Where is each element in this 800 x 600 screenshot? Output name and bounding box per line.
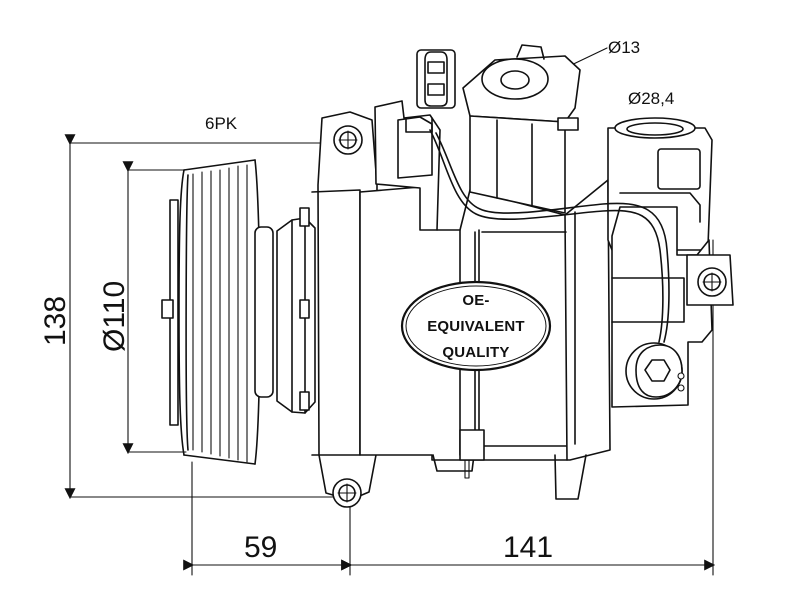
body-inner-frame	[481, 231, 567, 447]
pulley-front-inner-edge	[185, 174, 189, 451]
pulley-grooves	[192, 164, 248, 463]
upper-mount-crosshair	[338, 130, 358, 150]
body-right-ribs	[564, 211, 576, 461]
control-valve-pin-1	[677, 372, 685, 380]
wire-path	[429, 129, 664, 343]
bottom-left-foot	[432, 454, 475, 472]
drive-pulley	[161, 159, 274, 465]
dimension-labels: 6PK Ø13 Ø28,4 138 Ø110 59 141	[39, 38, 674, 564]
port-cap	[516, 44, 545, 60]
manifold-block	[469, 115, 566, 214]
small-port-opening	[500, 70, 530, 90]
large-port-opening	[626, 122, 684, 136]
pulley-front-curve	[178, 169, 185, 456]
control-valve-pin-2	[677, 384, 685, 392]
quality-badge-outline	[400, 280, 552, 372]
sensor-mount-block	[397, 116, 433, 179]
belt-profile-label: 6PK	[205, 114, 238, 133]
body-length-label: 141	[503, 531, 553, 564]
pulley-center-nut	[161, 299, 174, 319]
electrical-connector	[416, 49, 456, 109]
quality-badge-inner-outline	[405, 285, 547, 367]
bottom-tab	[459, 429, 485, 461]
right-side-details	[611, 206, 734, 408]
pulley-outer-edges	[183, 159, 256, 465]
wire-clamp	[405, 117, 433, 133]
manifold-ribs	[496, 119, 533, 206]
clutch-bolts	[299, 207, 310, 411]
right-cover-panel	[611, 277, 685, 323]
large-port-block	[657, 148, 701, 190]
small-fitting-diameter-label: Ø13	[608, 38, 640, 57]
overall-height-label: 138	[39, 296, 72, 346]
control-valve-nut	[644, 359, 671, 382]
pulley-diameter-label: Ø110	[98, 281, 131, 352]
bottom-tab-pin	[464, 459, 470, 479]
pulley-offset-label: 59	[244, 531, 277, 564]
pulley-hub	[254, 226, 274, 398]
quality-badge-line-3: QUALITY	[442, 344, 509, 361]
electrical-connector-face	[424, 51, 448, 107]
sensor-wire	[405, 117, 670, 343]
quality-badge-line-1: OE-	[462, 292, 489, 309]
bottom-right-foot	[554, 454, 587, 500]
wire-path-outline	[435, 132, 670, 343]
right-mount-crosshair	[702, 272, 722, 292]
lower-mount-crosshair	[337, 483, 357, 503]
top-bolt	[557, 117, 579, 131]
large-fitting-diameter-label: Ø28,4	[628, 89, 674, 108]
connector-pins	[427, 61, 445, 96]
quality-badge: OE- EQUIVALENT QUALITY	[400, 280, 552, 372]
large-port-lower-edge	[619, 192, 701, 223]
quality-badge-line-2: EQUIVALENT	[427, 318, 525, 335]
